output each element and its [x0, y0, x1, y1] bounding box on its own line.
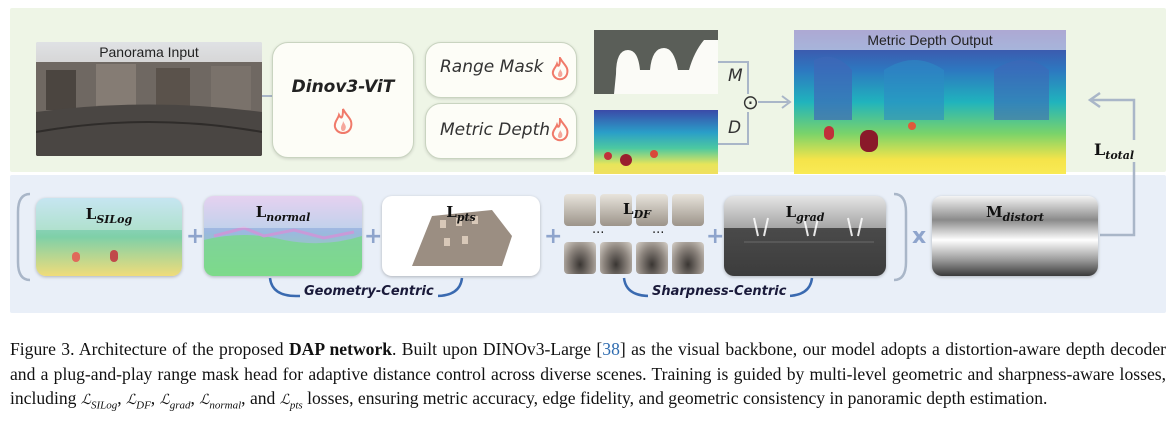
distort-subscript: distort: [1002, 211, 1044, 224]
loss-subscript: SILog: [90, 399, 118, 412]
silog-symbol: L: [85, 205, 97, 223]
normal-loss-image: Lnormal: [204, 196, 362, 276]
df-tile: [636, 242, 668, 274]
plus-sign: +: [706, 224, 725, 249]
plus-sign: +: [186, 224, 205, 249]
df-tile: [600, 242, 632, 274]
citation-link[interactable]: 38: [602, 339, 620, 359]
total-loss-feedback-arrow: [1087, 91, 1136, 237]
caption-sep: ,: [150, 388, 160, 408]
loss-subscript: normal: [209, 399, 242, 412]
df-loss-label: LDF: [612, 200, 662, 221]
pts-loss-image: Lpts: [382, 196, 540, 276]
distort-label: Mdistort: [932, 196, 1098, 228]
sharpness-centric-label: Sharpness-Centric: [648, 284, 791, 299]
loss-symbol: ℒ: [279, 392, 290, 408]
backbone-label: Dinov3-ViT: [291, 77, 395, 97]
caption-sep: ,: [190, 388, 200, 408]
point-cloud: [412, 210, 512, 266]
output-scene: [814, 56, 1049, 152]
loss-subscript: grad: [169, 399, 191, 412]
normal-subscript: normal: [266, 211, 311, 224]
normal-symbol: L: [255, 203, 267, 221]
caption-bold: DAP network: [288, 339, 393, 359]
total-loss-symbol: L: [1094, 140, 1106, 159]
df-tile: [672, 242, 704, 274]
depth-blobs: [604, 150, 658, 166]
distortion-map-image: Mdistort: [932, 196, 1098, 276]
df-tile: [564, 194, 596, 226]
grad-loss-image: Lgrad: [724, 196, 886, 276]
silog-loss-label: LSILog: [36, 198, 182, 230]
caption-text: . Built upon DINOv3-Large [: [392, 339, 603, 359]
m-label: M: [728, 66, 743, 86]
loss-symbol: ℒ: [126, 392, 137, 408]
d-label: D: [728, 118, 742, 138]
backbone-module: Dinov3-ViT: [272, 42, 414, 158]
panorama-scene: [36, 62, 262, 156]
normal-scene: [204, 226, 362, 276]
pts-loss-label: Lpts: [382, 196, 540, 228]
loss-symbol: ℒ: [199, 392, 210, 408]
flame-icon: [551, 57, 569, 81]
fusion-connectors: [718, 61, 792, 145]
right-bracket: [893, 192, 908, 282]
distort-symbol: M: [986, 203, 1003, 221]
loss-symbol: ℒ: [159, 392, 170, 408]
arrow-pano-to-backbone: [262, 95, 272, 97]
silog-subscript: SILog: [96, 213, 133, 226]
grad-loss-label: Lgrad: [724, 196, 886, 228]
multiply-sign: x: [912, 224, 927, 249]
panorama-label: Panorama Input: [36, 42, 262, 62]
df-loss-group: ... ... LDF: [564, 194, 706, 278]
range-mask-label: Range Mask: [440, 57, 544, 77]
pts-symbol: L: [446, 203, 457, 221]
loss-subscript: pts: [289, 399, 303, 412]
total-loss-label: Ltotal: [1092, 140, 1137, 163]
df-tile: [672, 194, 704, 226]
silog-loss-image: LSILog: [36, 198, 182, 276]
loss-symbol: ℒ: [80, 392, 91, 408]
caption-sep: ,: [117, 388, 127, 408]
silog-scene: [72, 250, 118, 262]
range-mask-head: Range Mask: [425, 42, 577, 98]
caption-text: losses, ensuring metric accuracy, edge f…: [302, 388, 1048, 408]
metric-depth-label: Metric Depth: [440, 120, 551, 140]
plus-sign: +: [544, 224, 563, 249]
panorama-input-image: Panorama Input: [36, 42, 262, 156]
product-symbol: ⊙: [742, 90, 759, 114]
metric-depth-output-image: Metric Depth Output: [794, 30, 1066, 174]
range-mask-image: [594, 30, 718, 94]
metric-output-label: Metric Depth Output: [794, 30, 1066, 50]
grad-subscript: grad: [796, 211, 825, 224]
pts-subscript: pts: [456, 211, 476, 224]
metric-depth-image: [594, 110, 718, 174]
df-tile: [636, 194, 668, 226]
total-loss-subscript: total: [1105, 149, 1135, 163]
plus-sign: +: [364, 224, 383, 249]
flame-icon: [551, 118, 569, 142]
df-subscript: DF: [633, 208, 651, 221]
loss-subscript: DF: [136, 399, 151, 412]
normal-loss-label: Lnormal: [204, 196, 362, 228]
figure-caption: Figure 3. Architecture of the proposed D…: [10, 337, 1166, 418]
mask-shape: [594, 30, 718, 94]
left-bracket: [16, 192, 31, 282]
caption-text: ] as the visual backbone, our model adop…: [10, 339, 1166, 408]
flame-icon: [333, 108, 353, 134]
grad-symbol: L: [785, 203, 797, 221]
df-symbol: L: [623, 200, 634, 218]
metric-depth-head: Metric Depth: [425, 103, 577, 159]
caption-sep: , and: [241, 388, 280, 408]
ellipsis: ...: [652, 222, 665, 237]
geometry-centric-label: Geometry-Centric: [300, 284, 438, 299]
df-tile: [600, 194, 632, 226]
caption-prefix: Figure 3. Architecture of the proposed: [10, 339, 289, 359]
ellipsis: ...: [592, 222, 605, 237]
df-tile: [564, 242, 596, 274]
